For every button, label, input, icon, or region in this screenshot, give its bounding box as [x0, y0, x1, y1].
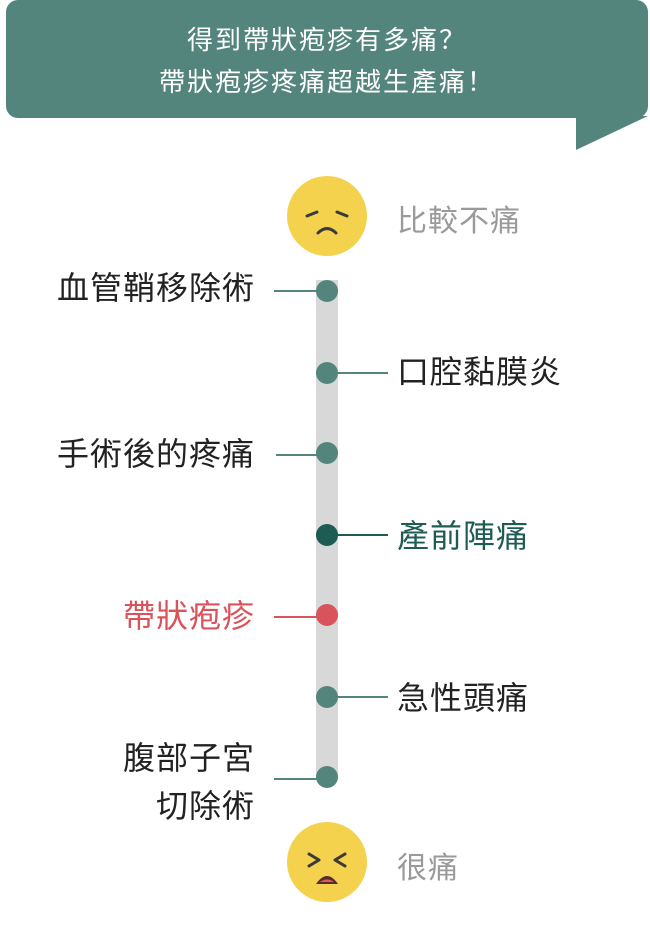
pain-scale-dot	[316, 442, 338, 464]
connector-line	[274, 290, 318, 292]
pain-item-label-line1: 腹部子宮	[122, 739, 255, 777]
connector-line	[336, 372, 388, 374]
pain-item-label: 手術後的疼痛	[56, 435, 255, 473]
connector-line	[276, 454, 318, 456]
header-line-2: 帶狀疱疹疼痛超越生產痛！	[158, 68, 495, 98]
pain-scale-dot	[316, 362, 338, 384]
connector-line	[336, 534, 388, 536]
pained-face-icon	[287, 822, 367, 902]
speech-bubble: 得到帶狀疱疹有多痛？ 帶狀疱疹疼痛超越生產痛！	[6, 0, 648, 118]
pain-scale-dot	[316, 766, 338, 788]
pain-scale-dot-shingles	[316, 604, 338, 626]
pain-item-label-childbirth: 產前陣痛	[397, 517, 530, 555]
header-line-1: 得到帶狀疱疹有多痛？	[186, 26, 467, 56]
calm-face-icon	[287, 176, 367, 256]
pain-item-label: 急性頭痛	[397, 679, 530, 717]
pain-item-label-shingles: 帶狀疱疹	[122, 597, 255, 635]
speech-bubble-tail	[576, 116, 648, 150]
pain-scale-dot	[316, 280, 338, 302]
pain-item-label-line2: 切除術	[155, 787, 255, 825]
scale-bottom-label: 很痛	[397, 851, 459, 886]
connector-line	[274, 778, 318, 780]
connector-line	[336, 696, 388, 698]
connector-line	[274, 616, 318, 618]
pain-item-label: 血管鞘移除術	[56, 269, 255, 307]
pain-item-label: 口腔黏膜炎	[397, 353, 563, 391]
pain-scale-dot-highlight	[316, 524, 338, 546]
scale-top-label: 比較不痛	[397, 204, 521, 239]
pain-scale-dot	[316, 686, 338, 708]
